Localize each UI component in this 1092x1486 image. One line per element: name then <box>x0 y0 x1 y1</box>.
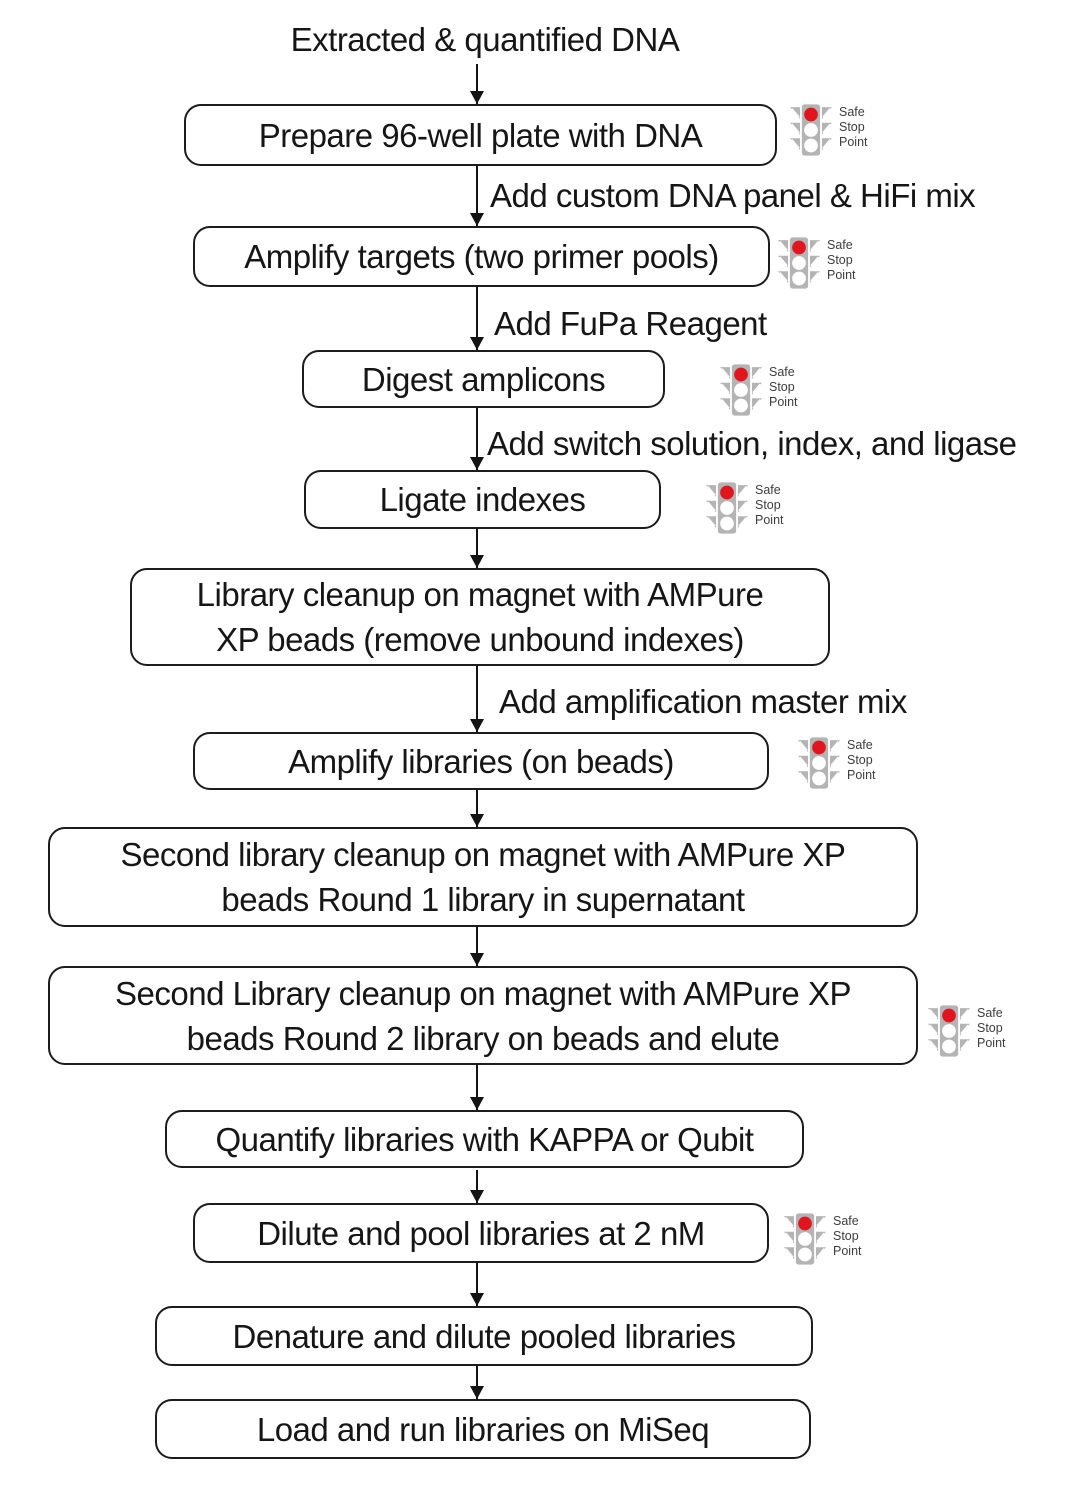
step-second-cleanup-round-2: Second Library cleanup on magnet with AM… <box>48 966 918 1065</box>
flow-arrow <box>470 1263 484 1306</box>
flow-arrow <box>470 408 484 470</box>
safe-stop-point-indicator: Safe Stop Point <box>784 1210 862 1268</box>
step-dilute-and-pool-libraries: Dilute and pool libraries at 2 nM <box>193 1203 769 1263</box>
flow-arrow <box>470 666 484 732</box>
step-denature-and-dilute: Denature and dilute pooled libraries <box>155 1306 813 1366</box>
flow-arrow <box>470 287 484 350</box>
flow-arrow <box>470 166 484 226</box>
safe-stop-point-indicator: Safe Stop Point <box>790 101 868 159</box>
safe-stop-point-indicator: Safe Stop Point <box>798 734 876 792</box>
traffic-light-icon <box>790 104 832 156</box>
flow-arrow <box>470 64 484 104</box>
step-digest-amplicons: Digest amplicons <box>302 350 665 408</box>
traffic-light-icon <box>928 1005 970 1057</box>
flow-arrow <box>470 1170 484 1203</box>
safe-stop-point-indicator: Safe Stop Point <box>706 479 784 537</box>
step-amplify-libraries: Amplify libraries (on beads) <box>193 732 769 790</box>
safe-stop-point-label: Safe Stop Point <box>769 365 798 409</box>
safe-stop-point-label: Safe Stop Point <box>847 738 876 782</box>
traffic-light-icon <box>706 482 748 534</box>
edge-label-add-master-mix: Add amplification master mix <box>499 683 907 720</box>
traffic-light-icon <box>784 1213 826 1265</box>
safe-stop-point-label: Safe Stop Point <box>827 238 856 282</box>
traffic-light-icon <box>778 237 820 289</box>
safe-stop-point-label: Safe Stop Point <box>833 1214 862 1258</box>
edge-label-add-panel-hifi: Add custom DNA panel & HiFi mix <box>490 177 976 214</box>
flow-arrow <box>470 1366 484 1399</box>
flow-arrow <box>470 790 484 827</box>
traffic-light-icon <box>720 364 762 416</box>
step-second-cleanup-round-1: Second library cleanup on magnet with AM… <box>48 827 918 927</box>
step-amplify-targets: Amplify targets (two primer pools) <box>193 226 770 287</box>
flow-start-label: Extracted & quantified DNA <box>290 21 680 58</box>
safe-stop-point-label: Safe Stop Point <box>755 483 784 527</box>
step-load-and-run-miseq: Load and run libraries on MiSeq <box>155 1399 811 1459</box>
step-prepare-96-well-plate: Prepare 96-well plate with DNA <box>184 104 777 166</box>
flow-arrow <box>470 927 484 966</box>
step-quantify-libraries: Quantify libraries with KAPPA or Qubit <box>165 1110 804 1168</box>
traffic-light-icon <box>798 737 840 789</box>
edge-label-add-fupa-reagent: Add FuPa Reagent <box>494 305 767 342</box>
safe-stop-point-label: Safe Stop Point <box>839 105 868 149</box>
safe-stop-point-label: Safe Stop Point <box>977 1006 1006 1050</box>
flow-arrow <box>470 1065 484 1110</box>
safe-stop-point-indicator: Safe Stop Point <box>720 361 798 419</box>
step-ligate-indexes: Ligate indexes <box>304 470 661 529</box>
safe-stop-point-indicator: Safe Stop Point <box>928 1002 1006 1060</box>
flow-arrow <box>470 529 484 568</box>
step-library-cleanup-ampure: Library cleanup on magnet with AMPure XP… <box>130 568 830 666</box>
safe-stop-point-indicator: Safe Stop Point <box>778 234 856 292</box>
edge-label-add-switch-index-ligase: Add switch solution, index, and ligase <box>487 425 1017 462</box>
